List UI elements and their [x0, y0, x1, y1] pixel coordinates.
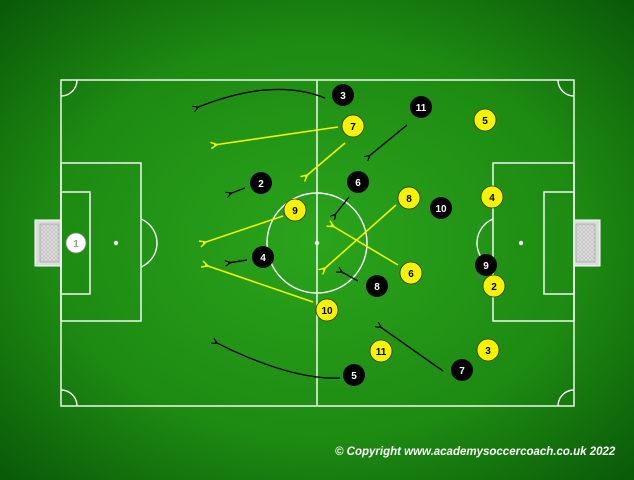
svg-text:3: 3	[485, 346, 491, 357]
yellow-arrow-8	[323, 204, 397, 270]
black-player-8: 8	[366, 275, 388, 297]
black-player-6: 6	[347, 171, 369, 193]
black-player-11: 11	[410, 96, 432, 118]
centre-circle	[266, 192, 368, 294]
svg-text:6: 6	[355, 178, 361, 189]
black-player-5: 5	[343, 364, 365, 386]
svg-text:7: 7	[459, 366, 465, 377]
yellow-player-5: 5	[473, 108, 497, 132]
black-arrow-6	[334, 196, 350, 216]
svg-text:2: 2	[258, 179, 264, 190]
corner-arc-bottom-right	[557, 389, 575, 407]
yellow-arrow-10	[205, 265, 314, 303]
left-goal	[34, 219, 62, 267]
corner-arc-top-left	[60, 79, 78, 97]
black-player-4: 4	[252, 246, 274, 268]
goalkeeper-1: 1	[65, 232, 87, 254]
svg-text:7: 7	[350, 122, 356, 133]
black-arrow-3	[196, 88, 326, 108]
copyright-text: © Copyright www.academysoccercoach.co.uk…	[335, 446, 616, 458]
yellow-player-4: 4	[480, 185, 504, 209]
left-penalty-spot	[113, 240, 119, 246]
yellow-player-10: 10	[315, 298, 339, 322]
black-arrow-5	[215, 342, 341, 379]
yellow-player-9: 9	[283, 198, 307, 222]
black-player-2: 2	[250, 172, 272, 194]
black-arrows	[196, 88, 444, 379]
svg-text:4: 4	[260, 253, 266, 264]
svg-text:11: 11	[376, 347, 387, 358]
svg-text:4: 4	[489, 193, 495, 204]
svg-text:8: 8	[406, 194, 412, 205]
yellow-arrow-7b	[305, 142, 346, 177]
svg-text:3: 3	[340, 91, 346, 102]
yellow-arrow-6	[331, 225, 399, 266]
svg-text:11: 11	[416, 103, 427, 114]
black-player-10: 10	[430, 197, 452, 219]
corner-arc-bottom-left	[60, 389, 78, 407]
yellow-team: 7 5 8 4 9 6 2 10 11 3	[283, 108, 506, 363]
yellow-arrow-7a	[214, 126, 339, 145]
yellow-player-6: 6	[399, 261, 423, 285]
yellow-player-2: 2	[482, 274, 506, 298]
black-team: 3 11 2 6 10 4 9 8 7 5	[250, 84, 497, 386]
black-player-7: 7	[451, 359, 473, 381]
yellow-player-7: 7	[341, 114, 365, 138]
yellow-arrow-9	[203, 215, 284, 243]
right-goal	[573, 219, 601, 267]
svg-text:5: 5	[351, 371, 357, 382]
centre-spot	[314, 240, 320, 246]
yellow-arrows	[203, 126, 399, 303]
black-player-3: 3	[332, 84, 354, 106]
yellow-player-8: 8	[397, 186, 421, 210]
black-arrow-4	[228, 259, 248, 263]
black-arrow-2	[229, 187, 246, 194]
svg-text:10: 10	[435, 204, 447, 215]
svg-text:10: 10	[321, 306, 333, 317]
svg-text:9: 9	[292, 206, 298, 217]
corner-arc-top-right	[557, 79, 575, 97]
yellow-player-3: 3	[476, 338, 500, 362]
svg-text:8: 8	[374, 282, 380, 293]
black-arrow-7	[379, 326, 444, 372]
svg-text:9: 9	[483, 261, 489, 272]
black-arrow-11	[368, 124, 408, 157]
goalkeeper-number: 1	[73, 239, 79, 250]
svg-text:5: 5	[482, 116, 488, 127]
black-player-9: 9	[475, 254, 497, 276]
left-penalty-arc	[140, 218, 158, 268]
black-arrow-8	[340, 271, 359, 282]
svg-text:6: 6	[408, 269, 414, 280]
right-penalty-spot	[518, 240, 524, 246]
svg-text:2: 2	[491, 282, 497, 293]
yellow-player-11: 11	[369, 339, 393, 363]
